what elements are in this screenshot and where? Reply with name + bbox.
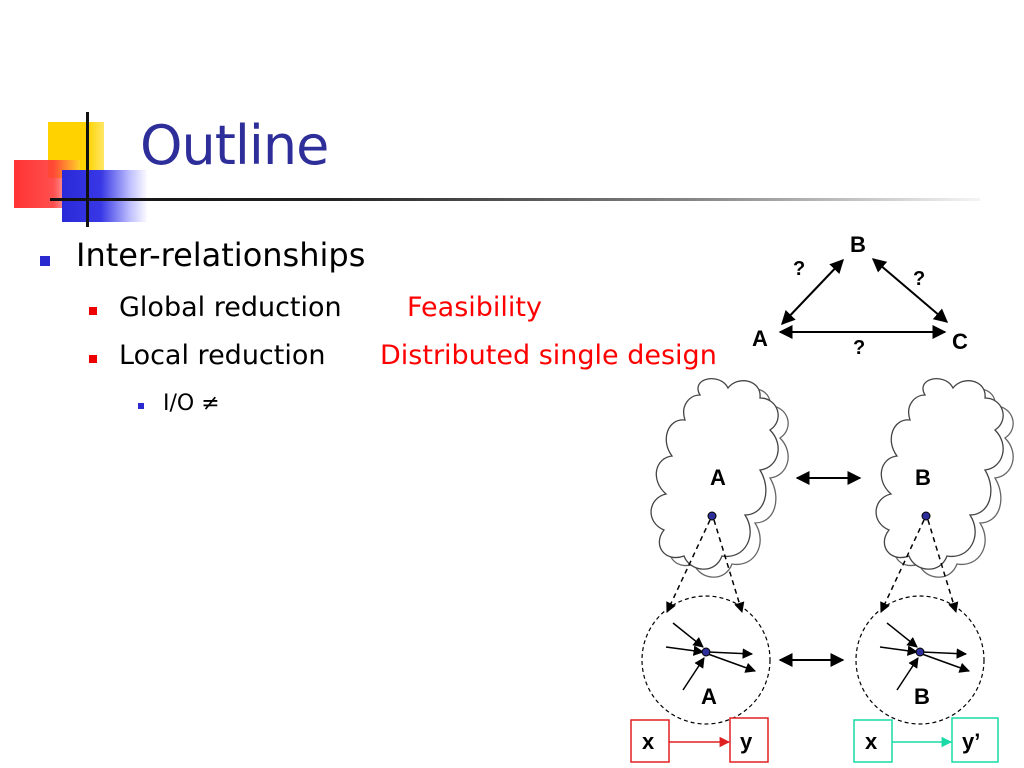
io-mapping-b: x y’ (853, 717, 999, 763)
slide-title: Outline (140, 114, 329, 177)
box-y-b-label: y’ (962, 729, 980, 754)
cloud-a: A (650, 378, 789, 578)
title-underline (50, 198, 980, 201)
global-reduction-note: Feasibility (407, 292, 542, 323)
circle-a-label: A (701, 684, 717, 709)
bullet-square-icon (89, 355, 97, 363)
bullet-io: I/O ≠ (163, 391, 220, 416)
bullet-square-icon (40, 256, 50, 266)
question-mark-ac: ? (853, 337, 865, 359)
node-b-label: B (850, 232, 866, 257)
question-mark-ab: ? (793, 258, 805, 280)
bullet-inter-relationships: Inter-relationships (76, 236, 366, 274)
dashed-arrow-a-left (666, 519, 711, 613)
box-y-a-label: y (740, 729, 753, 754)
box-y-a (729, 717, 769, 763)
question-mark-bc: ? (913, 268, 925, 290)
box-x-b-label: x (865, 729, 878, 754)
bullet-square-icon (89, 307, 97, 315)
box-x-b (853, 719, 893, 763)
cloud-b-node (921, 511, 931, 521)
bullet-local-reduction: Local reduction (119, 340, 326, 371)
box-x-a (630, 719, 670, 763)
circle-a: A (641, 595, 771, 725)
box-x-a-label: x (642, 729, 655, 754)
cloud-a-label: A (710, 465, 726, 490)
edge-a-b (781, 258, 844, 326)
node-a-label: A (752, 326, 768, 351)
bullet-square-icon (138, 403, 144, 409)
cloud-b-label: B (915, 465, 931, 490)
circle-b-label: B (914, 684, 930, 709)
dashed-arrow-b-left (880, 519, 925, 613)
edge-b-c (871, 258, 949, 323)
cloud-a-node (707, 511, 717, 521)
title-ornament-blue (62, 170, 148, 222)
box-y-b (951, 717, 999, 763)
dashed-arrow-a-right (713, 519, 745, 614)
triangle-diagram: B A C ? ? ? (752, 232, 968, 359)
dashed-arrow-b-right (927, 519, 959, 614)
io-mapping-a: x y (630, 717, 769, 763)
bullet-global-reduction: Global reduction (119, 292, 342, 323)
cloud-b: B (875, 378, 1014, 578)
node-c-label: C (952, 329, 968, 354)
title-ornament-vertical-line (86, 112, 89, 227)
local-reduction-note: Distributed single design (380, 340, 717, 371)
circle-b: B (855, 595, 985, 725)
